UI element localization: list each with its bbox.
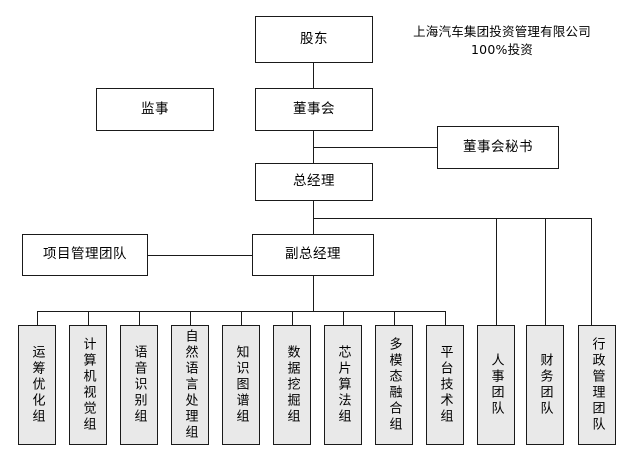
leaf-node-speech-recognition[interactable]: 语音识别组 <box>120 325 158 445</box>
leaf-node-operations-optimization[interactable]: 运筹优化组 <box>18 325 56 445</box>
connector-general-manager-to-deputy <box>313 201 314 234</box>
leaf-label: 运筹优化组 <box>29 345 45 425</box>
node-project-team-label: 项目管理团队 <box>43 246 127 263</box>
drop-operations-optimization <box>37 311 38 325</box>
drop-multimodal-fusion <box>394 311 395 325</box>
node-shareholder-label: 股东 <box>300 30 328 47</box>
node-board[interactable]: 董事会 <box>255 88 373 131</box>
leaf-node-multimodal-fusion[interactable]: 多模态融合组 <box>375 325 413 445</box>
leaf-label: 人事团队 <box>488 353 504 417</box>
drop-administration-team <box>591 218 592 325</box>
node-general-manager-label: 总经理 <box>293 173 335 190</box>
drop-data-mining <box>292 311 293 325</box>
node-project-team[interactable]: 项目管理团队 <box>22 234 148 276</box>
leaf-node-computer-vision[interactable]: 计算机视觉组 <box>69 325 107 445</box>
node-board-secretary-label: 董事会秘书 <box>463 138 533 155</box>
leaf-label: 数据挖掘组 <box>284 345 300 425</box>
node-supervisor-label: 监事 <box>141 100 169 117</box>
drop-platform-technology <box>445 311 446 325</box>
leaf-node-nlp[interactable]: 自然语言处理组 <box>171 325 209 445</box>
drop-knowledge-graph <box>241 311 242 325</box>
drop-finance-team <box>545 218 546 325</box>
drop-nlp <box>190 311 191 325</box>
connector-board-to-secretary <box>313 147 437 148</box>
leaf-label: 芯片算法组 <box>335 345 351 425</box>
leaf-label: 多模态融合组 <box>386 337 402 433</box>
node-board-secretary[interactable]: 董事会秘书 <box>437 126 559 169</box>
connector-shareholder-to-board <box>313 63 314 88</box>
node-supervisor[interactable]: 监事 <box>96 88 214 131</box>
leaf-label: 语音识别组 <box>131 345 147 425</box>
leaf-node-data-mining[interactable]: 数据挖掘组 <box>273 325 311 445</box>
drop-hr-team <box>496 218 497 325</box>
leaf-node-platform-technology[interactable]: 平台技术组 <box>426 325 464 445</box>
connector-deputy-to-technical-bus <box>313 276 314 311</box>
drop-chip-algorithm <box>343 311 344 325</box>
leaf-node-chip-algorithm[interactable]: 芯片算法组 <box>324 325 362 445</box>
leaf-label: 财务团队 <box>537 353 553 417</box>
node-deputy-general-manager-label: 副总经理 <box>285 246 341 263</box>
leaf-node-hr-team[interactable]: 人事团队 <box>477 325 515 445</box>
node-board-label: 董事会 <box>293 100 335 117</box>
node-deputy-general-manager[interactable]: 副总经理 <box>252 234 374 276</box>
node-general-manager[interactable]: 总经理 <box>255 163 373 201</box>
leaf-node-finance-team[interactable]: 财务团队 <box>526 325 564 445</box>
connector-project-team-to-deputy <box>148 255 252 256</box>
leaf-node-administration-team[interactable]: 行政管理团队 <box>578 325 616 445</box>
leaf-label: 知识图谱组 <box>233 345 249 425</box>
drop-computer-vision <box>88 311 89 325</box>
support-bus-horizontal <box>313 218 591 219</box>
leaf-label: 平台技术组 <box>437 345 453 425</box>
leaf-label: 自然语言处理组 <box>182 329 198 441</box>
investor-annotation: 上海汽车集团投资管理有限公司 100%投资 <box>413 24 591 58</box>
drop-speech-recognition <box>139 311 140 325</box>
leaf-label: 行政管理团队 <box>589 337 605 433</box>
node-shareholder[interactable]: 股东 <box>255 16 373 63</box>
leaf-label: 计算机视觉组 <box>80 337 96 433</box>
leaf-node-knowledge-graph[interactable]: 知识图谱组 <box>222 325 260 445</box>
